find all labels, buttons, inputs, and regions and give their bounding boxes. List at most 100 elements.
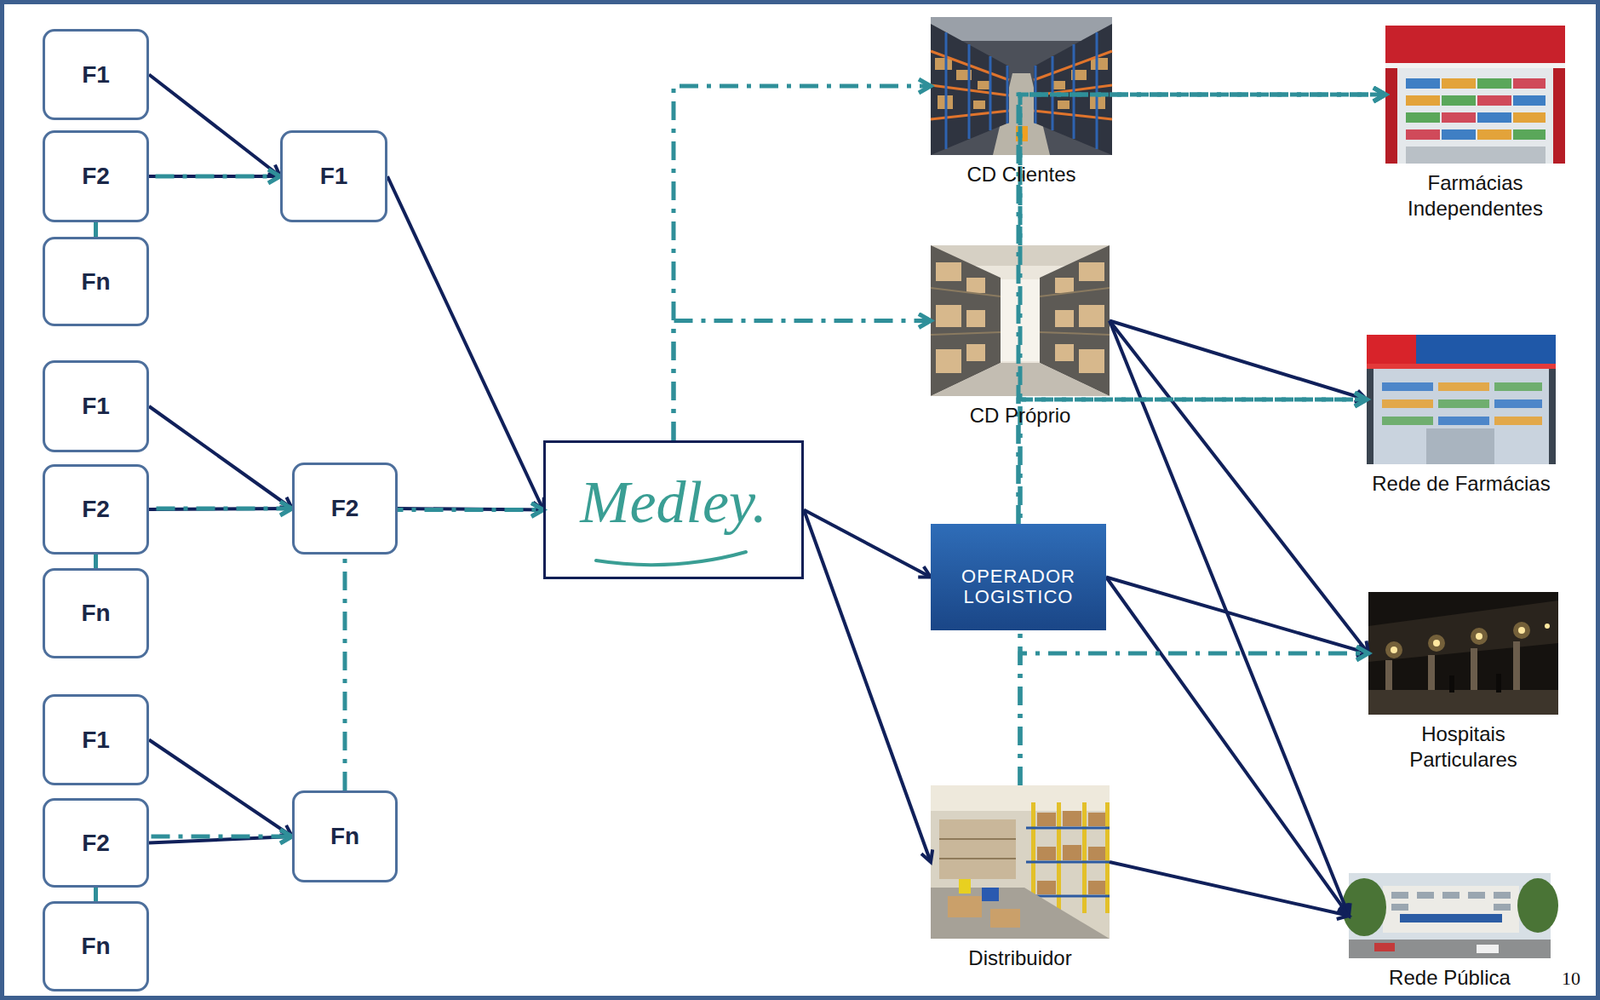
flow-arrow [1109,861,1349,916]
warehouse-photo-part-part [968,44,971,139]
public-hospital-photo-part-part [1493,891,1511,899]
hospital-photo-part-part [1427,634,1446,652]
pharmacy-photo-part-part [1513,78,1546,89]
warehouse-photo-part-part [945,32,948,150]
photo-caption: Hospitais Particulares [1368,721,1559,773]
public-hospital-photo-part [1382,885,1520,933]
flow-arrow [1109,321,1349,917]
photo-area [930,785,1110,939]
pharmacy-photo-part [1382,382,1543,465]
warehouse-photo-part-part [1088,880,1106,895]
supplier-box: F1 [42,28,150,121]
logo-swoosh [596,551,746,565]
hospital-photo-part [1385,621,1531,659]
pharmacy-photo-part-part [1513,95,1546,106]
pharmacy-photo-part [1385,25,1566,64]
flow-arrow [1109,321,1367,401]
pharmacy-photo-part-part [1513,112,1546,123]
photo-area [930,17,1113,155]
photo-node: CD Próprio [930,245,1110,429]
pharmacy-photo-part-part [1477,112,1512,123]
node-label: F1 [81,392,110,420]
hospital-photo-part-part [1433,639,1440,647]
warehouse-photo-part-part [1039,332,1110,335]
hospital-photo-part-part [1449,675,1455,693]
warehouse-photo-part [981,887,999,901]
company-logo-box: Medley. [543,440,804,580]
dashed-connector [673,86,931,441]
pharmacy-photo-part-part [1405,146,1546,164]
warehouse-photo-part-part [1037,812,1056,826]
pharmacy-photo-part-part [1382,382,1434,391]
warehouse-photo-part-part [973,100,986,109]
warehouse-photo-part [1033,23,1113,155]
warehouse-photo-part-part [1062,810,1082,826]
supplier-box: Fn [42,900,150,992]
warehouse-photo-part-part [977,80,990,90]
hospital-photo-part [1368,689,1559,715]
warehouse-photo-part-part [1088,846,1106,861]
warehouse-photo-part-part [1057,100,1070,109]
pharmacy-photo-part-part [1477,78,1512,89]
pharmacy-photo-part-part [1438,416,1490,425]
photo-area [1368,591,1559,715]
warehouse-photo-part-part [1090,57,1108,70]
hospital-photo-part [1368,591,1559,715]
node-label: Fn [80,599,110,627]
flow-arrow [803,510,931,863]
warehouse-photo-part-part [930,287,1001,297]
supplier-box: F2 [292,462,398,555]
dashed-connector [1020,653,1369,786]
warehouse-photo-part-part [1037,880,1056,895]
supplier-box: F2 [42,130,150,223]
pharmacy-photo-part-part [1438,399,1490,408]
flow-arrow [149,739,293,838]
warehouse-photo-part-part [1062,844,1082,861]
pharmacy-photo-part-part [1441,112,1476,123]
warehouse-photo-part-part [989,56,993,131]
pharmacy-photo-part-part [1441,129,1476,140]
warehouse-photo-part-part [966,344,986,362]
warehouse-photo-part [930,785,1110,939]
hospital-photo-part-part [1385,659,1393,693]
supplier-box: F1 [42,693,150,786]
warehouse-photo-part [990,908,1021,928]
photo-area [1348,872,1551,958]
warehouse-photo-part [1037,810,1106,895]
warehouse-photo-part [939,838,1016,859]
warehouse-photo-part-part [1055,344,1074,362]
public-hospital-photo-part [1399,913,1503,923]
public-hospital-photo-part-part [1468,891,1486,899]
photo-area [1366,334,1556,465]
pharmacy-photo-part-part [1382,416,1434,425]
pharmacy-photo-part-part [1494,399,1543,408]
pharmacy-photo-part-part [1477,129,1512,140]
warehouse-photo-part-part [930,332,1001,335]
pharmacy-photo-part-part [1405,78,1440,89]
pharmacy-photo-part-part [1405,112,1440,123]
warehouse-photo-part-part [1026,860,1110,864]
warehouse-photo-part-part [966,277,986,293]
photo-node: Farmácias Independentes [1385,25,1566,222]
pharmacy-photo-part [1366,368,1556,465]
hospital-photo-part-part [1513,641,1520,693]
node-label: F1 [320,162,349,190]
warehouse-photo-part [930,887,1110,939]
warehouse-photo-part [930,17,1113,41]
pharmacy-photo-part [1548,368,1556,465]
photo-caption: Farmácias Independentes [1385,170,1566,222]
supplier-box: F2 [42,464,150,555]
hospital-photo-part-part [1513,621,1531,639]
warehouse-photo-part-part [1095,32,1099,150]
pharmacy-photo-part-part [1477,95,1512,106]
public-hospital-photo-part-part [1416,891,1434,899]
photo-caption: Rede de Farmácias [1366,470,1556,497]
supplier-box: Fn [292,790,398,883]
warehouse-photo-part-part [935,262,962,282]
flow-arrow [149,74,281,178]
hospital-photo-part [1368,600,1559,662]
pharmacy-photo-part-part [1438,382,1490,391]
